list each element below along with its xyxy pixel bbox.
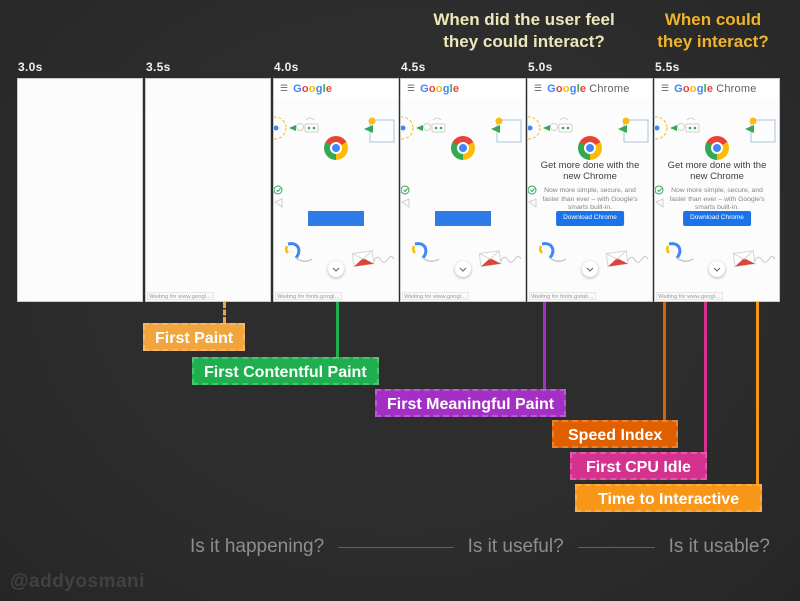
- metric-label-first-meaningful-paint: First Meaningful Paint: [375, 389, 567, 417]
- doodle-swoosh-icon: [411, 242, 440, 262]
- divider-line: [577, 546, 655, 548]
- timestamp-label: 3.0s: [18, 60, 43, 74]
- footer-question-happening: Is it happening?: [190, 536, 325, 557]
- menu-icon[interactable]: ☰: [534, 83, 543, 93]
- doodle-square-icon: [745, 117, 776, 143]
- page-headline: Get more done with the new Chrome: [667, 160, 767, 182]
- watermark-handle: @addyosmani: [10, 571, 145, 592]
- timestamp-label: 4.0s: [274, 60, 299, 74]
- doodle-check-icon: [274, 185, 283, 208]
- status-bar: Waiting for www.googl…: [147, 292, 214, 300]
- question-feel-interact: When did the user feel they could intera…: [433, 10, 615, 51]
- chevron-down-button[interactable]: [582, 261, 598, 277]
- google-logo: Google: [420, 82, 460, 95]
- download-chrome-button[interactable]: Download Chrome: [683, 211, 751, 226]
- filmstrip-frame-3-5s: 3.5s Waiting for www.googl…: [145, 60, 271, 302]
- filmstrip-frame-4-0s: 4.0s ☰ Google: [273, 60, 399, 302]
- page-headline: Get more done with the new Chrome: [540, 160, 640, 182]
- loading-button-placeholder: [435, 211, 491, 226]
- menu-icon[interactable]: ☰: [407, 83, 416, 93]
- doodle-swoosh-icon: [284, 242, 313, 262]
- doodle-shapes-icon: [401, 116, 446, 140]
- loading-button-placeholder: [308, 211, 364, 226]
- timestamp-label: 5.5s: [655, 60, 680, 74]
- status-bar: Waiting for www.googl…: [402, 292, 469, 300]
- metric-label-time-to-interactive: Time to Interactive: [575, 484, 763, 512]
- footer-question-useful: Is it useful?: [467, 536, 564, 557]
- metric-label-speed-index: Speed Index: [552, 420, 679, 448]
- download-chrome-button[interactable]: Download Chrome: [556, 211, 624, 226]
- doodle-envelope-icon: [351, 250, 395, 268]
- connector-line-first-paint: [223, 302, 226, 323]
- chrome-page-loading-screenshot: ☰ Google: [400, 78, 526, 302]
- doodle-square-icon: [364, 117, 395, 143]
- doodle-envelope-icon: [605, 250, 649, 268]
- doodle-shapes-icon: [655, 116, 700, 140]
- doodle-check-icon: [655, 185, 664, 208]
- chrome-logo: [324, 136, 348, 160]
- doodle-square-icon: [491, 117, 522, 143]
- filmstrip-frame-3-0s: 3.0s: [17, 60, 143, 302]
- doodle-shapes-icon: [528, 116, 573, 140]
- doodle-swoosh-icon: [538, 242, 567, 262]
- menu-icon[interactable]: ☰: [280, 83, 289, 93]
- metric-label-first-contentful-paint: First Contentful Paint: [192, 357, 379, 385]
- status-bar: Waiting for www.googl…: [656, 292, 723, 300]
- metric-label-first-cpu-idle: First CPU Idle: [570, 452, 707, 480]
- doodle-envelope-icon: [732, 250, 776, 268]
- browser-header: ☰ Google: [274, 79, 398, 98]
- metric-label-first-paint: First Paint: [143, 323, 246, 351]
- connector-line-time-to-interactive: [756, 302, 759, 484]
- doodle-check-icon: [528, 185, 537, 208]
- doodle-envelope-icon: [478, 250, 522, 268]
- browser-header: ☰ Google: [401, 79, 525, 98]
- doodle-check-icon: [401, 185, 410, 208]
- filmstrip-frame-4-5s: 4.5s ☰ Google: [400, 60, 526, 302]
- page-subtext: Now more simple, secure, and faster than…: [669, 187, 765, 211]
- chrome-logo: [705, 136, 729, 160]
- google-logo: Google: [293, 82, 333, 95]
- page-subtext: Now more simple, secure, and faster than…: [542, 187, 638, 211]
- chrome-logo: [578, 136, 602, 160]
- connector-line-first-cpu-idle: [704, 302, 707, 452]
- timestamp-label: 3.5s: [146, 60, 171, 74]
- question-could-interact: When could they interact?: [657, 10, 769, 51]
- doodle-shapes-icon: [274, 116, 319, 140]
- status-bar: Waiting for fonts.gstati…: [529, 292, 596, 300]
- connector-line-speed-index: [663, 302, 666, 420]
- connector-line-first-contentful-paint: [336, 302, 339, 357]
- timestamp-label: 5.0s: [528, 60, 553, 74]
- divider-line: [338, 546, 454, 548]
- chrome-logo: [451, 136, 475, 160]
- status-bar: Waiting for fonts.googl…: [275, 292, 343, 300]
- chevron-down-button[interactable]: [709, 261, 725, 277]
- chrome-page-loading-screenshot: ☰ Google: [273, 78, 399, 302]
- connector-line-first-meaningful-paint: [543, 302, 546, 389]
- blank-screenshot: [17, 78, 143, 302]
- chevron-down-button[interactable]: [328, 261, 344, 277]
- blank-screenshot: Waiting for www.googl…: [145, 78, 271, 302]
- footer-questions: Is it happening? Is it useful? Is it usa…: [190, 536, 770, 558]
- doodle-square-icon: [618, 117, 649, 143]
- timestamp-label: 4.5s: [401, 60, 426, 74]
- footer-question-usable: Is it usable?: [668, 536, 770, 557]
- doodle-swoosh-icon: [665, 242, 694, 262]
- chevron-down-button[interactable]: [455, 261, 471, 277]
- menu-icon[interactable]: ☰: [661, 83, 670, 93]
